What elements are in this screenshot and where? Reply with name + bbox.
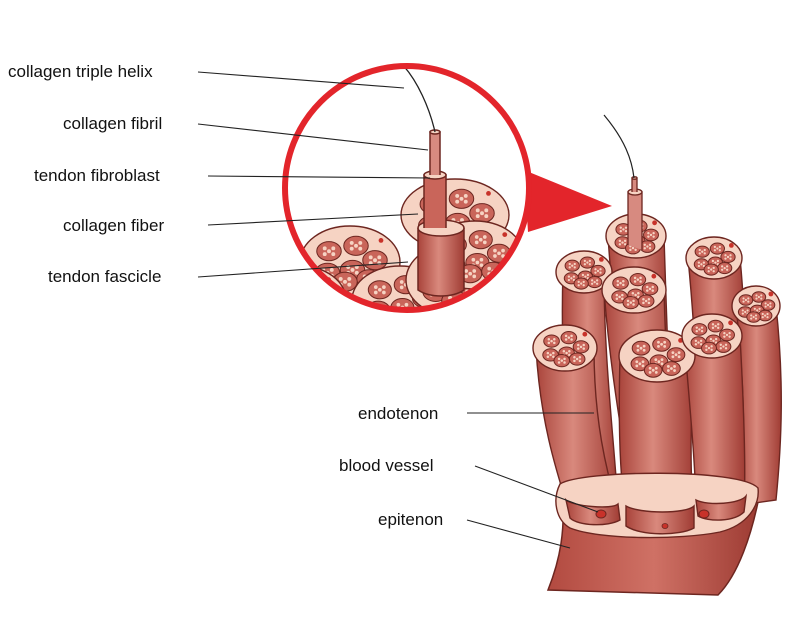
fiber-bundle — [623, 297, 639, 309]
fiber-bundle — [311, 289, 334, 307]
fiber-bundle — [739, 295, 753, 306]
fiber-bundle — [291, 298, 314, 316]
fiber-bundle — [470, 204, 494, 223]
fiber-bundle — [294, 276, 317, 294]
fiber-bundle — [317, 242, 341, 261]
fiber-bundle — [718, 263, 732, 274]
label-tendon-fibroblast: tendon fibroblast — [34, 166, 160, 186]
fiber-bundle — [554, 355, 570, 367]
fiber-bundle — [527, 308, 551, 327]
fiber-bundle — [644, 229, 659, 241]
fiber-bundle — [721, 251, 735, 262]
fiber-bundle — [588, 277, 602, 288]
fiber-bundle — [449, 189, 473, 208]
blood-vessel — [486, 191, 491, 196]
label-collagen-triple-helix: collagen triple helix — [8, 62, 153, 82]
fiber-bundle — [653, 337, 671, 351]
fiber-bundle — [591, 265, 605, 276]
fiber-bundle — [710, 243, 724, 254]
fiber-bundle — [544, 335, 560, 347]
fascicle-cap — [602, 267, 666, 313]
fiber-bundle — [574, 278, 588, 289]
fiber-bundle — [363, 251, 387, 270]
leader-epitenon — [467, 520, 570, 548]
fiber-bundle — [692, 324, 707, 336]
fiber-bundle — [573, 341, 589, 353]
fiber-bundle — [510, 298, 534, 317]
fiber-bundle — [268, 301, 291, 319]
fiber-bundle — [632, 341, 650, 355]
blood-vessel — [582, 332, 587, 337]
magnifier-pointer — [524, 170, 612, 232]
fiber-bundle — [704, 264, 718, 275]
label-endotenon: endotenon — [358, 404, 438, 424]
fiber-bundle — [284, 310, 307, 328]
fiber-bundle — [630, 274, 646, 286]
fiber-bundle — [344, 236, 368, 255]
fiber-bundle — [514, 274, 538, 293]
fiber-bundle — [642, 283, 658, 295]
fiber-bundle — [716, 341, 731, 353]
fiber-bundle — [663, 362, 681, 376]
fiber-bundle — [533, 289, 557, 308]
label-blood-vessel: blood vessel — [339, 456, 434, 476]
fiber-bundle — [638, 295, 654, 307]
blood-vessel — [699, 510, 709, 518]
label-epitenon: epitenon — [378, 510, 443, 530]
fiber-bundle — [469, 231, 492, 249]
fiber-bundle — [613, 277, 629, 289]
blood-vessel — [729, 243, 734, 248]
blood-vessel — [549, 276, 554, 281]
blood-vessel — [662, 524, 668, 529]
blood-vessel — [596, 510, 606, 518]
fiber-bundle — [702, 342, 717, 354]
fiber-bundle — [667, 348, 685, 362]
fiber-bundle — [561, 332, 577, 344]
fiber-bundle — [708, 320, 723, 332]
blood-vessel — [599, 257, 604, 262]
fiber-bundle — [485, 301, 509, 320]
blood-vessel — [728, 320, 733, 325]
fiber-bundle — [695, 246, 709, 257]
fiber-bundle — [306, 307, 329, 325]
fascicle-cap — [686, 237, 742, 279]
fiber-bundle — [747, 312, 761, 323]
blood-vessel — [652, 220, 657, 225]
fiber-bundle — [487, 280, 511, 299]
fiber-bundle — [580, 257, 594, 268]
fiber-bundle — [503, 310, 527, 329]
fiber-bundle — [368, 281, 391, 299]
blood-vessel — [651, 274, 656, 279]
label-tendon-fascicle: tendon fascicle — [48, 267, 161, 287]
blood-vessel — [379, 238, 384, 243]
fiber-bundle — [565, 260, 579, 271]
label-collagen-fibril: collagen fibril — [63, 114, 162, 134]
fascicle-cap — [732, 286, 780, 326]
fiber-bundle — [269, 281, 292, 299]
fascicle-cap — [533, 325, 597, 371]
fascicle-cap — [682, 314, 742, 358]
fiber-bundle — [644, 363, 662, 377]
fiber-bundle — [569, 353, 585, 365]
blood-vessel — [502, 232, 507, 237]
blood-vessel — [768, 292, 773, 297]
label-collagen-fiber: collagen fiber — [63, 216, 164, 236]
fiber-bundle — [720, 329, 735, 341]
fascicle-cap — [254, 266, 346, 334]
